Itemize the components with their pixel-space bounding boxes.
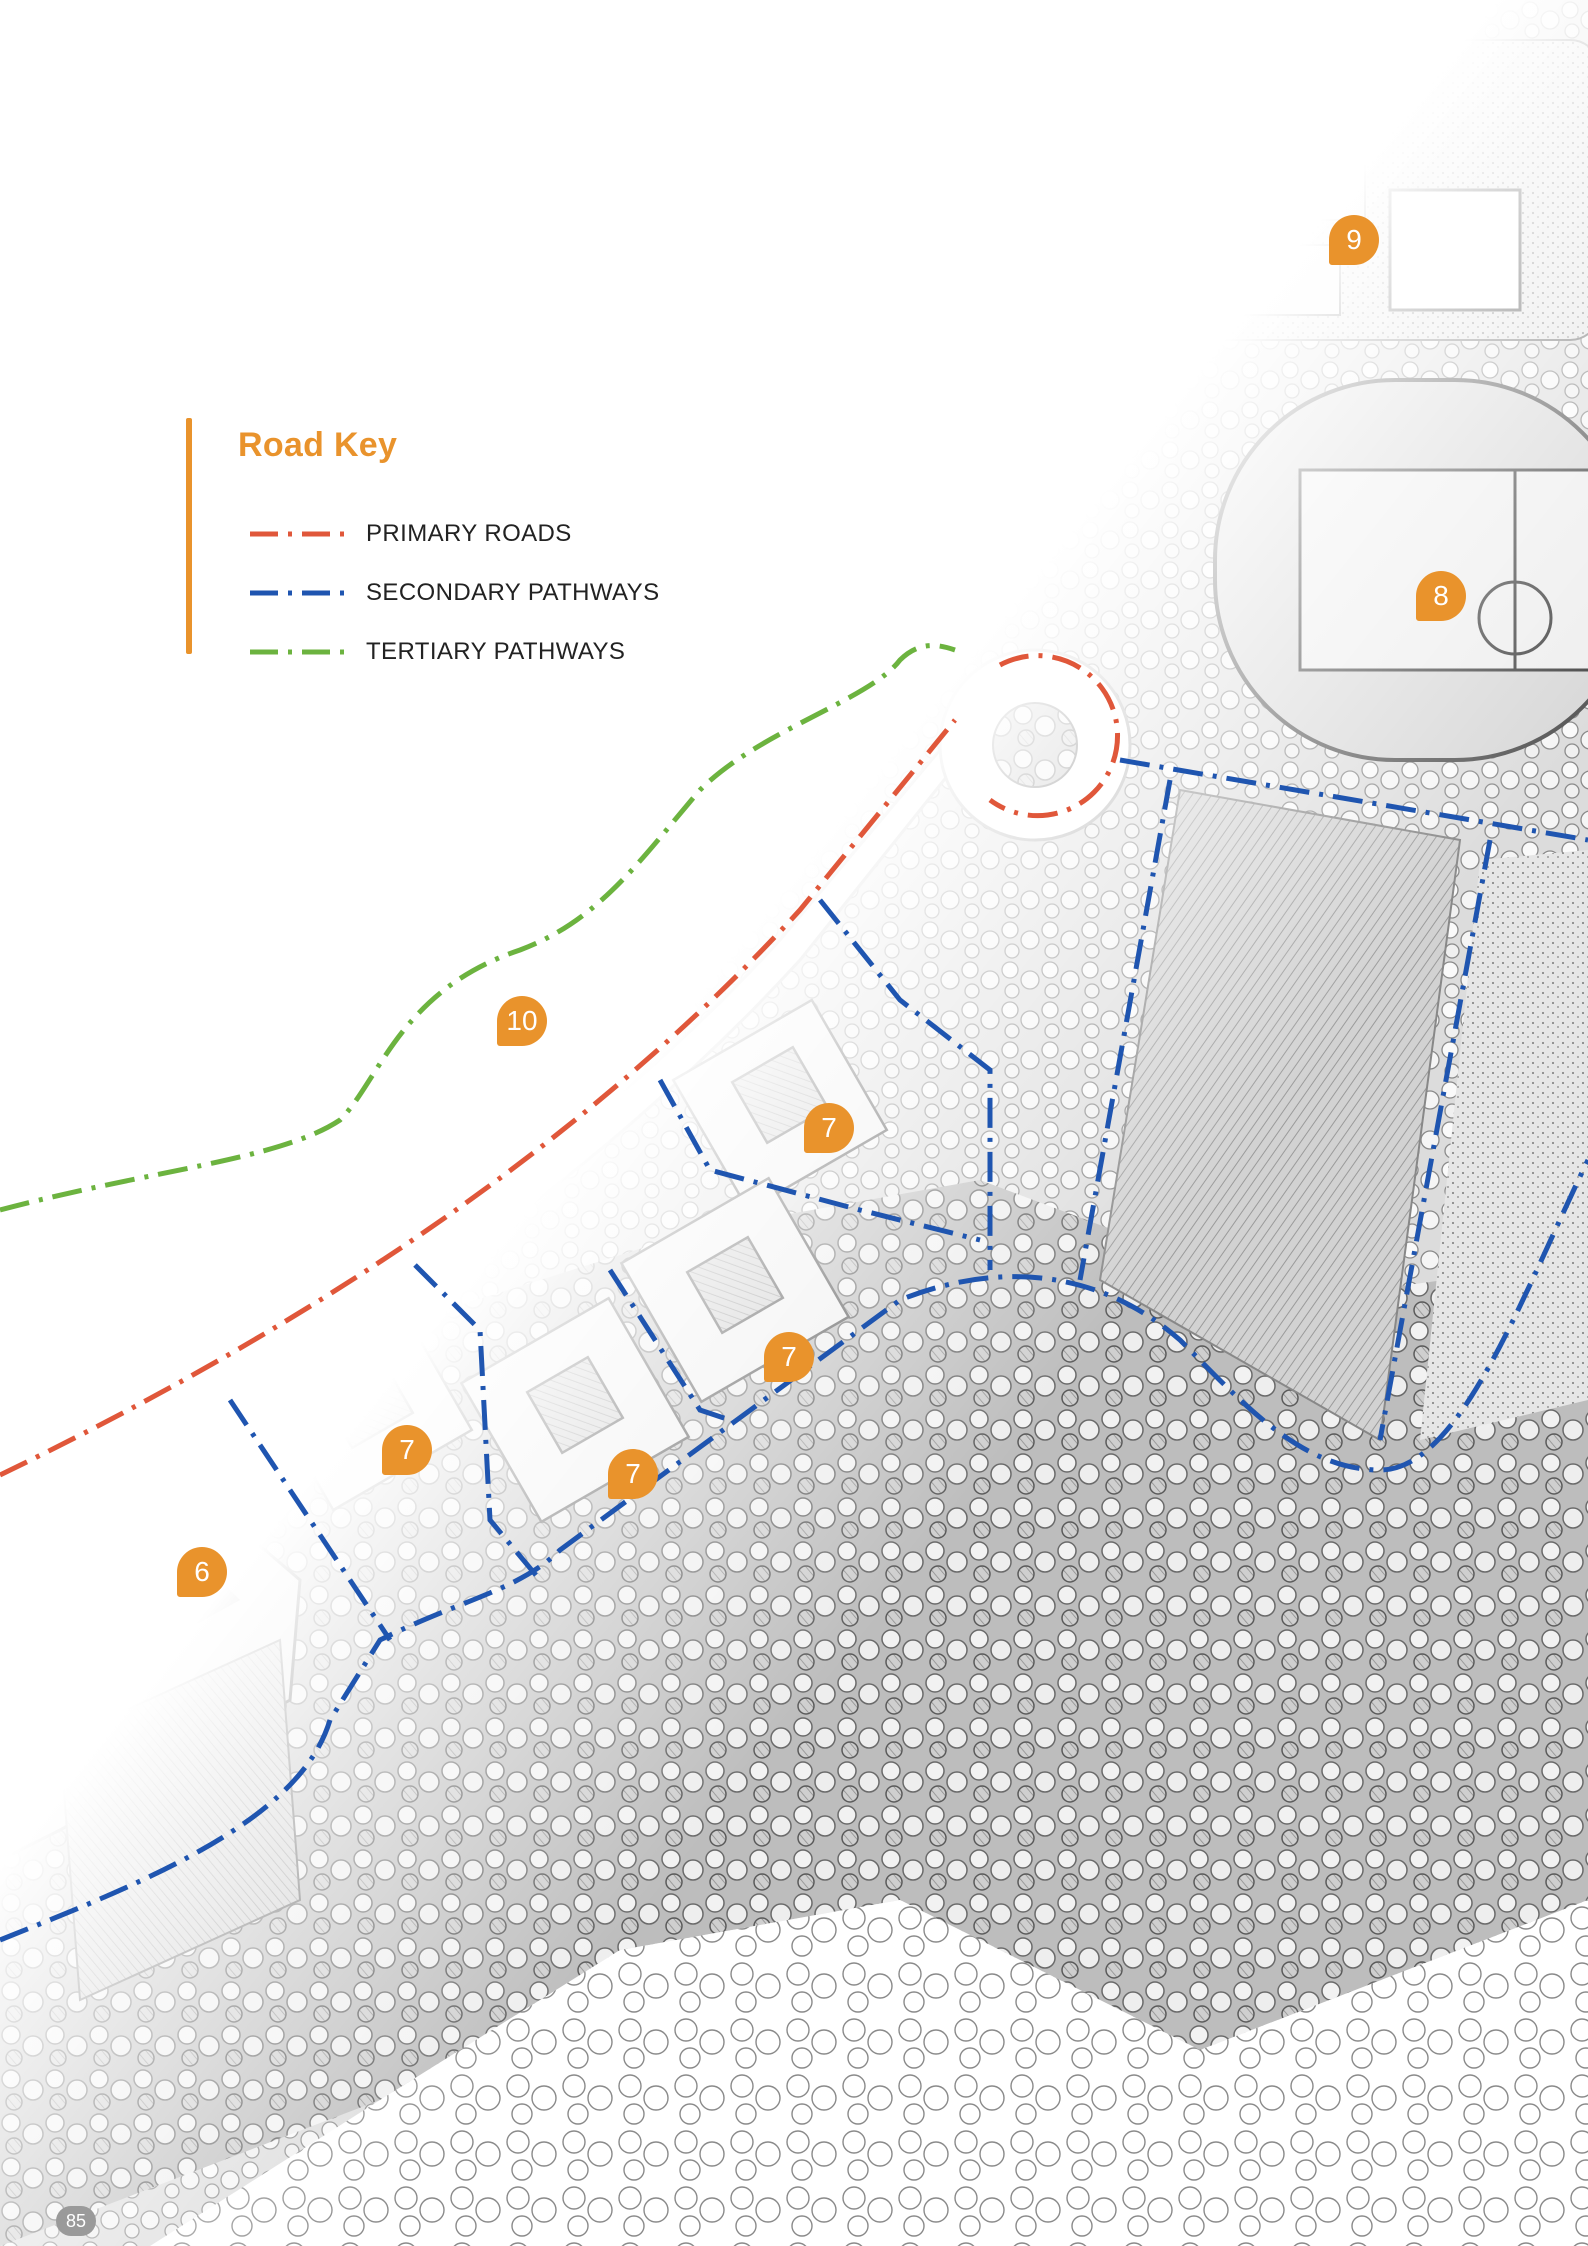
legend-accent-bar <box>186 418 192 654</box>
dash-dot-line-icon <box>250 649 346 655</box>
page-number: 85 <box>56 2206 96 2236</box>
legend-label: SECONDARY PATHWAYS <box>366 579 660 606</box>
legend-item-secondary-pathways: SECONDARY PATHWAYS <box>248 573 688 613</box>
secondary-pathway-routes <box>0 757 1588 1943</box>
map-marker-10[interactable]: 10 <box>497 996 547 1046</box>
dash-dot-line-icon <box>250 531 346 537</box>
map-marker-7[interactable]: 7 <box>382 1425 432 1475</box>
road-key-legend: Road Key PRIMARY ROADS SECONDARY PATHWAY… <box>186 418 706 665</box>
legend-label: TERTIARY PATHWAYS <box>366 638 626 665</box>
primary-road-route <box>0 653 1121 1478</box>
legend-title: Road Key <box>238 426 398 464</box>
map-marker-9[interactable]: 9 <box>1329 215 1379 265</box>
map-marker-6[interactable]: 6 <box>177 1547 227 1597</box>
tertiary-pathway-route <box>0 643 956 1213</box>
map-marker-8[interactable]: 8 <box>1416 571 1466 621</box>
legend-item-primary-roads: PRIMARY ROADS <box>248 514 688 554</box>
map-marker-7[interactable]: 7 <box>608 1449 658 1499</box>
legend-item-tertiary-pathways: TERTIARY PATHWAYS <box>248 632 688 672</box>
map-marker-7[interactable]: 7 <box>804 1103 854 1153</box>
dash-dot-line-icon <box>250 590 346 596</box>
map-marker-7[interactable]: 7 <box>764 1332 814 1382</box>
legend-label: PRIMARY ROADS <box>366 520 572 547</box>
